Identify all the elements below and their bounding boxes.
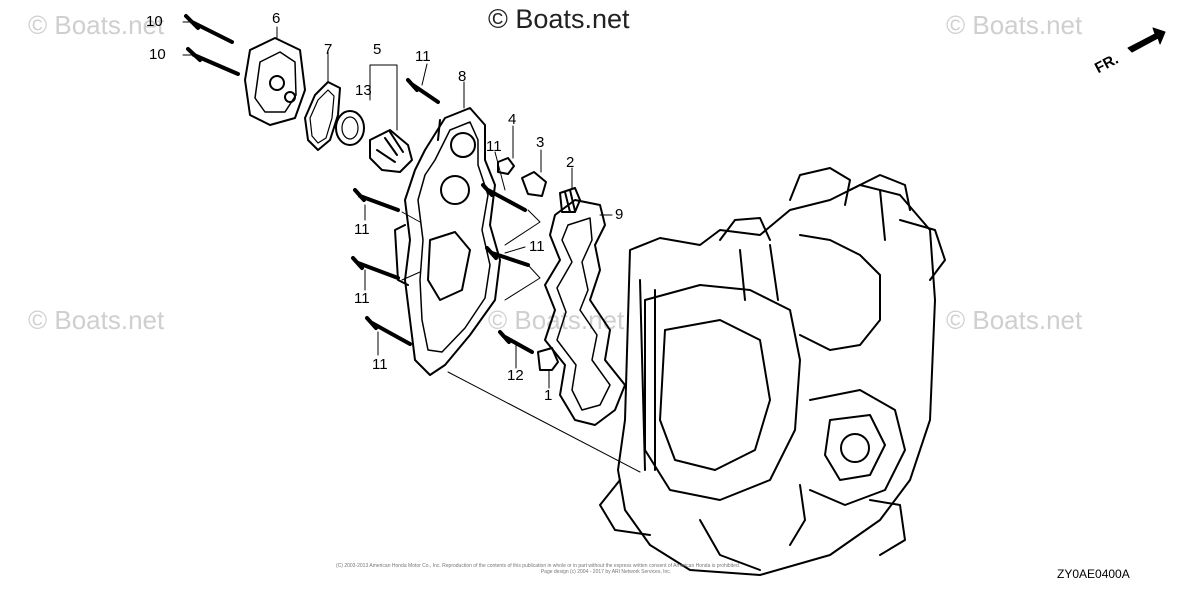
part-label-9: 9 <box>615 206 624 223</box>
part-label-3: 3 <box>536 134 545 151</box>
gasket-9 <box>544 199 626 426</box>
copyright-notice: (C) 2003-2013 American Honda Motor Co., … <box>336 563 741 575</box>
seal-13 <box>335 110 365 146</box>
engine-block <box>599 167 946 576</box>
part-label-7: 7 <box>324 41 333 58</box>
part-label-13: 13 <box>355 82 372 99</box>
part-label-11: 11 <box>415 48 431 65</box>
oring-7 <box>304 81 341 151</box>
part-label-11: 11 <box>529 238 545 255</box>
watermark: © Boats.net <box>488 305 625 335</box>
cover-8 <box>394 107 501 376</box>
diagram-code: ZY0AE0400A <box>1057 567 1130 581</box>
nut-4 <box>497 157 515 175</box>
thermostat-5 <box>369 129 413 173</box>
collar-1 <box>537 347 559 371</box>
watermark: © Boats.net <box>946 305 1083 335</box>
part-label-4: 4 <box>508 111 517 128</box>
fr-arrow <box>1127 27 1166 53</box>
sensor-3 <box>521 171 547 197</box>
part-label-11: 11 <box>354 221 370 238</box>
part-label-8: 8 <box>458 68 467 85</box>
watermark: © Boats.net <box>28 10 165 40</box>
watermark: © Boats.net <box>946 10 1083 40</box>
housing-6 <box>244 37 306 126</box>
part-label-6: 6 <box>272 10 281 27</box>
watermark: © Boats.net <box>28 305 165 335</box>
part-label-11: 11 <box>486 138 502 155</box>
part-label-1: 1 <box>544 387 553 404</box>
watermark-main: © Boats.net <box>488 4 630 34</box>
part-label-11: 11 <box>354 290 370 307</box>
part-label-2: 2 <box>566 154 575 171</box>
part-label-11: 11 <box>372 356 388 373</box>
part-label-10: 10 <box>146 13 163 30</box>
part-label-10: 10 <box>149 46 166 63</box>
part-label-5: 5 <box>373 41 382 58</box>
spring-2 <box>559 187 581 213</box>
part-label-12: 12 <box>507 367 524 384</box>
